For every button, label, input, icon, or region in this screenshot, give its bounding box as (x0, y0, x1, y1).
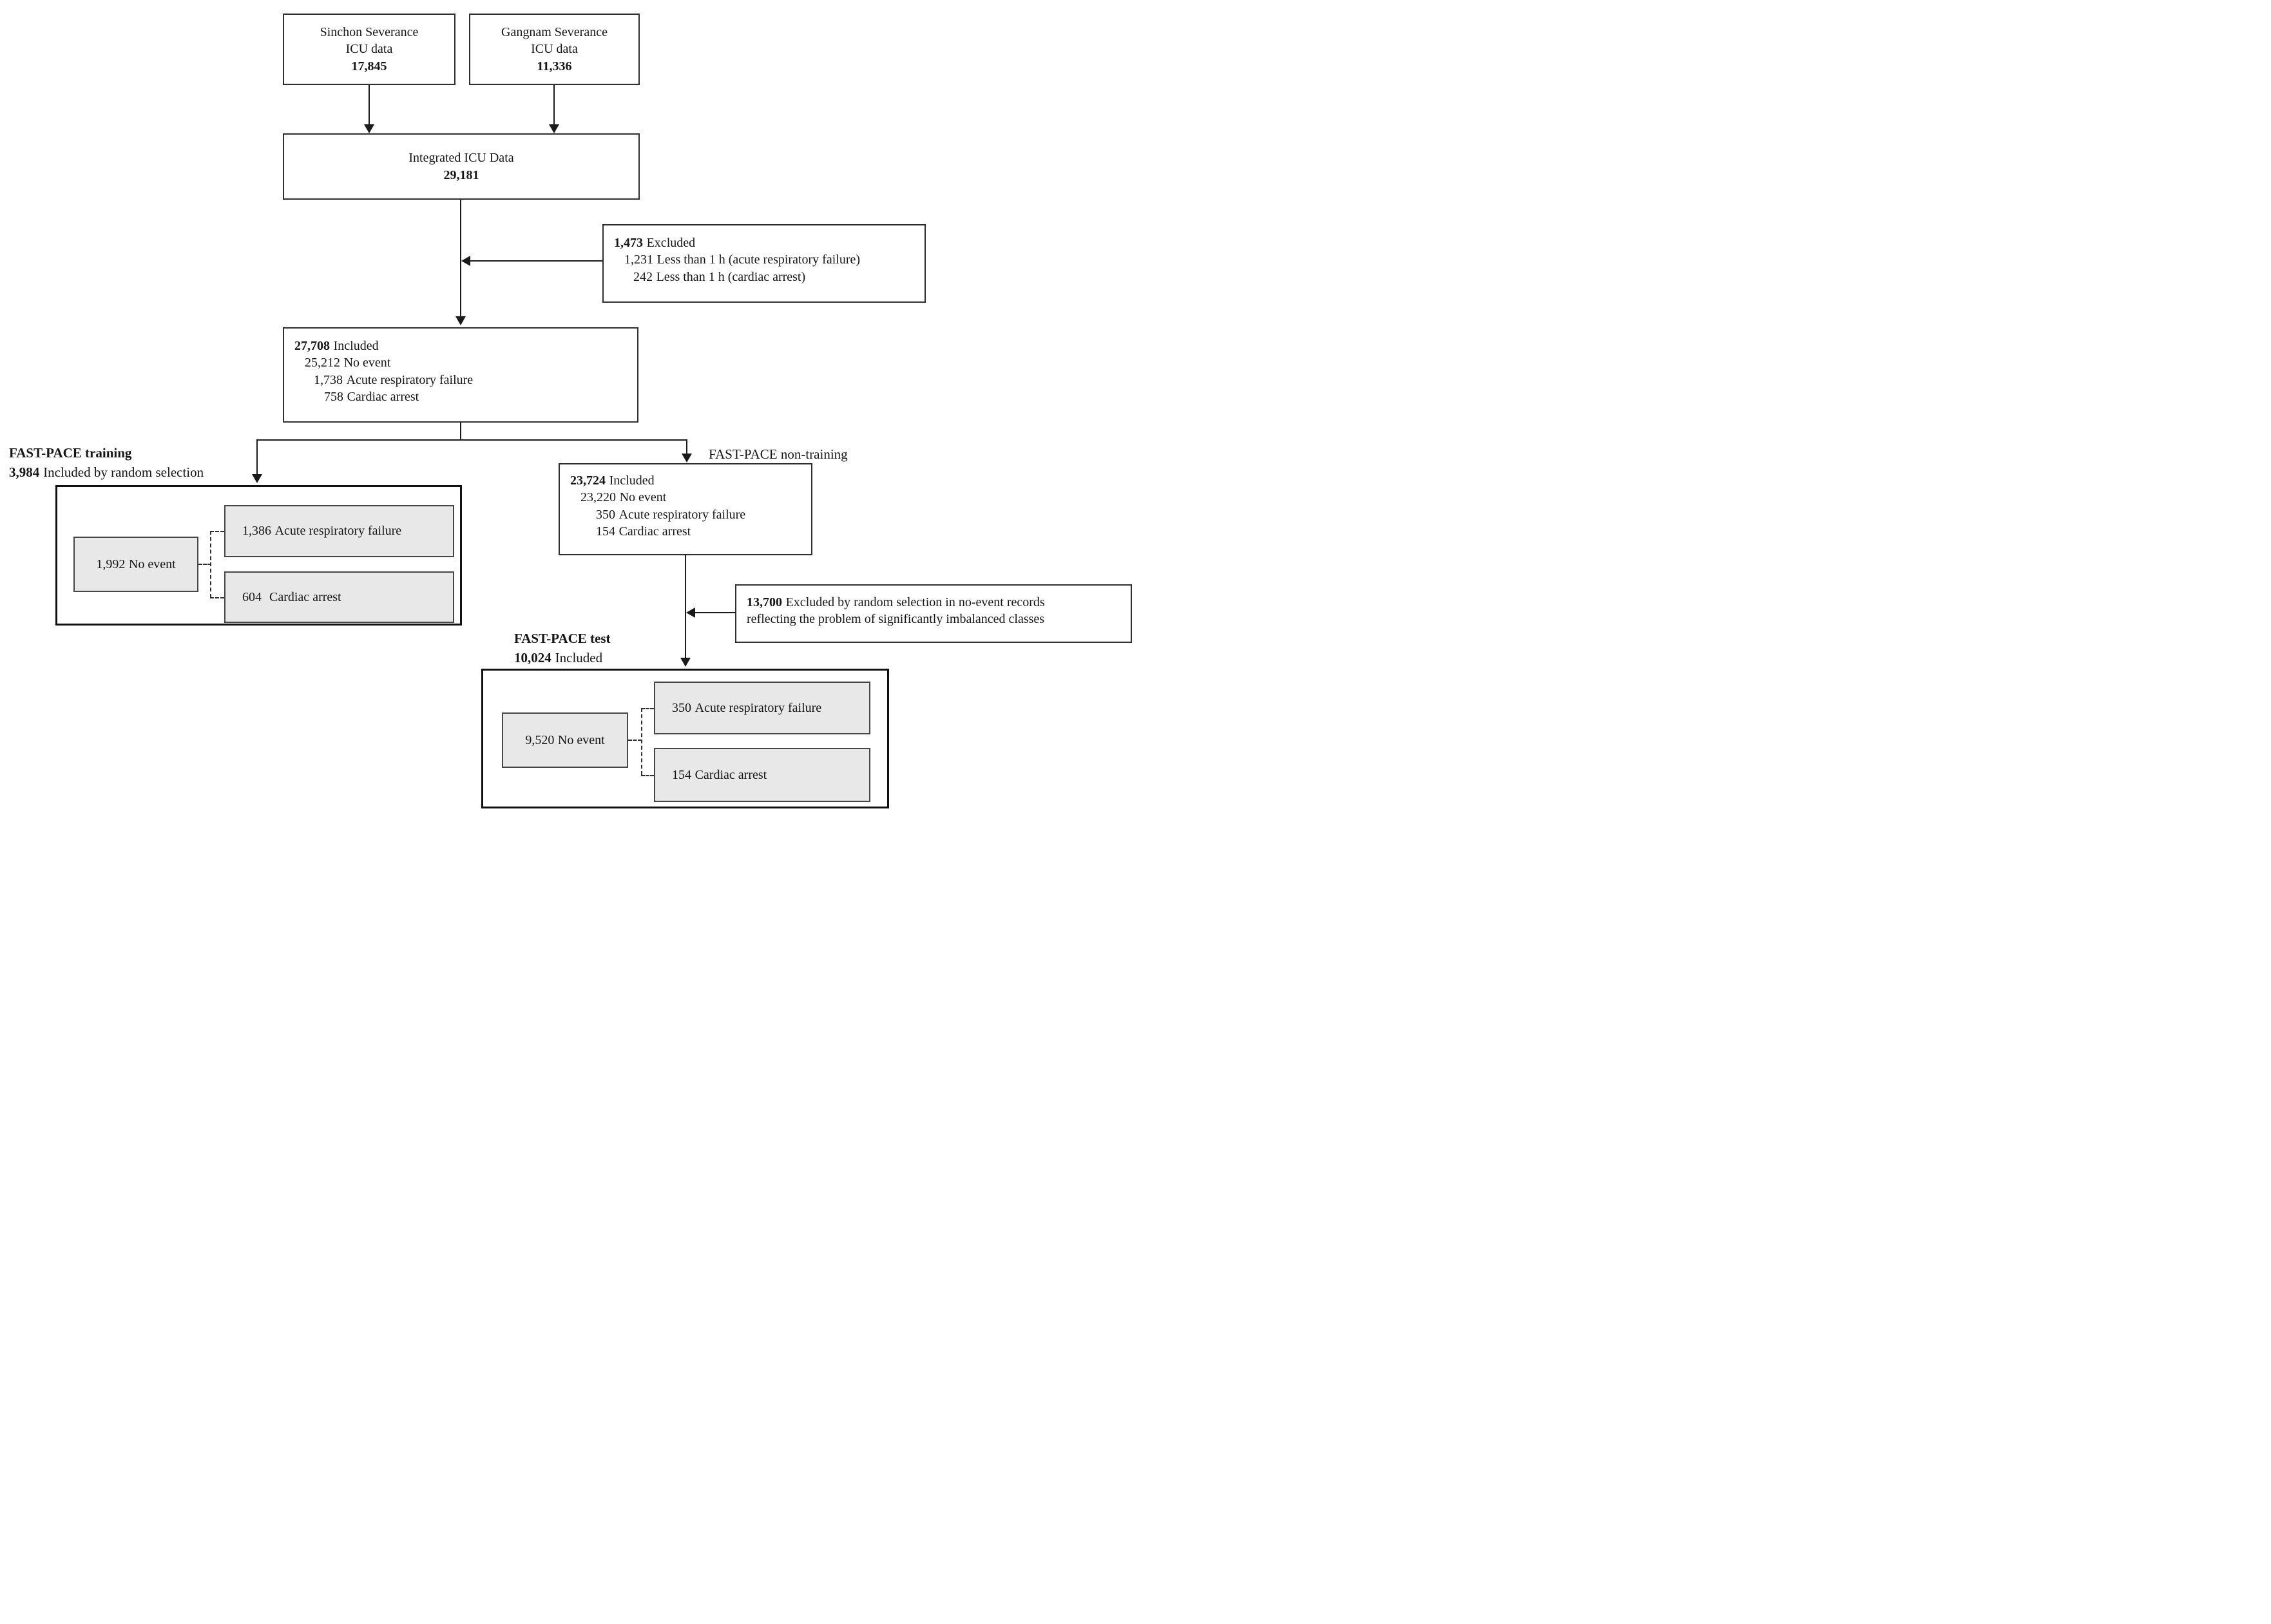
test-dash-vertical (641, 708, 642, 775)
test-arf-box: 350 Acute respiratory failure (654, 682, 870, 734)
inclusion1-label: Included (333, 339, 379, 353)
branch-line (257, 439, 687, 441)
training-arf-label: Acute respiratory failure (274, 524, 402, 538)
exclusion1-label: Excluded (646, 236, 696, 250)
arrowhead-exclusion2-to-main (686, 607, 695, 618)
inclusion1-row1-count: 25,212 (305, 356, 340, 370)
exclusion1-row1-count: 1,231 (624, 253, 653, 267)
exclusion1-count: 1,473 (614, 236, 643, 250)
test-dash-stub-arf (641, 708, 654, 709)
inclusion1-row3-label: Cardiac arrest (347, 390, 419, 405)
nontraining-row1-count: 23,220 (580, 490, 616, 505)
test-ca-label: Cardiac arrest (695, 767, 767, 782)
test-arf-label: Acute respiratory failure (695, 700, 822, 715)
training-ca-label: Cardiac arrest (269, 589, 341, 604)
connector-exclusion1-to-main (470, 260, 602, 262)
training-dash-vertical (210, 531, 211, 598)
training-no-event-label: No event (128, 557, 176, 571)
exclusion2-line2: reflecting the problem of significantly … (747, 612, 1045, 627)
training-dash-stub-arf (210, 531, 224, 532)
exclusion1-row2-count: 242 (633, 269, 653, 284)
sinchon-name-line1: Sinchon Severance (320, 24, 419, 39)
inclusion1-count: 27,708 (294, 339, 330, 353)
test-label: FAST-PACE test 10,024 Included (514, 629, 611, 667)
nontraining-label: FAST-PACE non-training (709, 444, 848, 464)
exclusion2-line1: Excluded by random selection in no-event… (785, 595, 1045, 609)
nontraining-row3-label: Cardiac arrest (618, 524, 691, 539)
exclusion1-row2-label: Less than 1 h (cardiac arrest) (656, 269, 806, 284)
connector-branch-to-training (256, 439, 258, 475)
gangnam-name-line2: ICU data (531, 42, 578, 57)
connector-included-to-branch (460, 423, 461, 439)
training-arf-count: 1,386 (242, 524, 271, 538)
test-count: 10,024 (514, 650, 551, 665)
inclusion1-row2-count: 1,738 (314, 372, 343, 387)
nontraining-row2-count: 350 (596, 507, 615, 522)
nontraining-row3-count: 154 (596, 524, 615, 539)
connector-nontraining-to-test (685, 555, 686, 658)
gangnam-icu-box: Gangnam Severance ICU data 11,336 (469, 14, 640, 85)
inclusion1-row3-count: 758 (324, 390, 343, 405)
test-dash-stub-ca (641, 775, 654, 776)
integrated-title: Integrated ICU Data (408, 151, 514, 166)
inclusion1-row2-label: Acute respiratory failure (346, 372, 474, 387)
test-no-event-label: No event (557, 732, 605, 747)
test-count-label: Included (555, 650, 603, 665)
arrowhead-gangnam-to-integrated (549, 124, 559, 133)
exclusion2-count: 13,700 (747, 595, 782, 609)
test-ca-count: 154 (672, 767, 691, 782)
connector-integrated-to-included (460, 200, 461, 317)
inclusion1-row1-label: No event (343, 356, 391, 370)
arrowhead-branch-to-training (252, 474, 262, 483)
arrowhead-integrated-to-included (455, 316, 466, 325)
training-no-event-count: 1,992 (96, 557, 126, 571)
test-no-event-count: 9,520 (525, 732, 555, 747)
sinchon-count: 17,845 (351, 59, 387, 73)
training-dash-stub-noevent (198, 564, 211, 565)
gangnam-name-line1: Gangnam Severance (501, 24, 608, 39)
arrowhead-exclusion1-to-main (461, 256, 470, 266)
flow-diagram: Sinchon Severance ICU data 17,845 Gangna… (0, 0, 1135, 812)
sinchon-icu-box: Sinchon Severance ICU data 17,845 (283, 14, 455, 85)
training-ca-box: 604 Cardiac arrest (224, 571, 454, 623)
arrowhead-branch-to-nontraining (682, 454, 692, 463)
training-title: FAST-PACE training (9, 445, 132, 461)
training-count: 3,984 (9, 464, 40, 480)
nontraining-row2-label: Acute respiratory failure (618, 507, 746, 522)
arrowhead-sinchon-to-integrated (364, 124, 374, 133)
connector-gangnam-to-integrated (553, 85, 555, 125)
nontraining-included-label: Included (609, 473, 655, 488)
training-ca-count: 604 (242, 589, 262, 604)
arrowhead-nontraining-to-test (680, 658, 691, 667)
training-dash-stub-ca (210, 597, 224, 598)
sinchon-name-line2: ICU data (345, 42, 393, 57)
nontraining-title: FAST-PACE non-training (709, 446, 848, 462)
nontraining-count: 23,724 (570, 473, 606, 488)
training-count-label: Included by random selection (43, 464, 204, 480)
integrated-count: 29,181 (443, 167, 479, 182)
nontraining-row1-label: No event (619, 490, 667, 505)
integrated-icu-box: Integrated ICU Data 29,181 (283, 133, 640, 200)
connector-sinchon-to-integrated (369, 85, 370, 125)
connector-branch-to-nontraining (686, 439, 687, 455)
test-dash-stub-noevent (628, 740, 642, 741)
gangnam-count: 11,336 (537, 59, 572, 73)
connector-exclusion2-to-main (695, 612, 735, 613)
exclusion1-row1-label: Less than 1 h (acute respiratory failure… (656, 253, 861, 267)
test-arf-count: 350 (672, 700, 691, 715)
test-title: FAST-PACE test (514, 631, 611, 646)
test-ca-box: 154 Cardiac arrest (654, 748, 870, 802)
